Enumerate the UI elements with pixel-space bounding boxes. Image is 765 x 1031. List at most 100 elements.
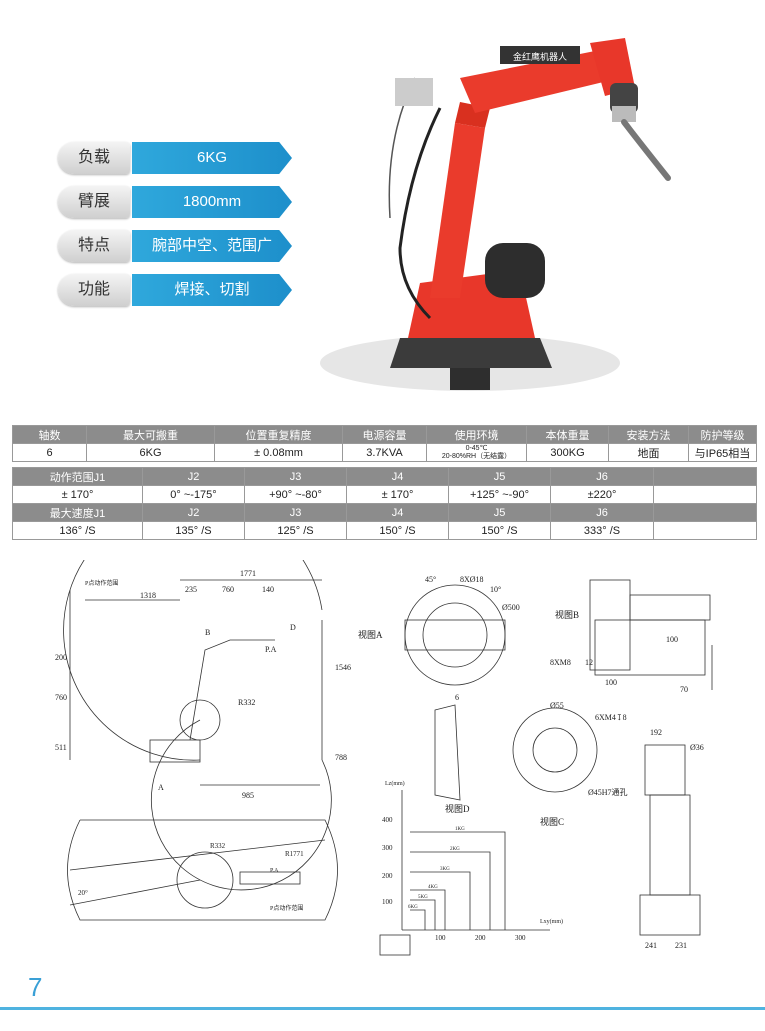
feature-value: 焊接、切割	[174, 281, 250, 298]
robot-illustration: 金红鹰机器人	[320, 38, 671, 391]
speed-value: 150° /S	[448, 521, 551, 540]
dim-label: 8XØ18	[460, 575, 484, 584]
tick-label: 100	[382, 898, 393, 906]
spec-header: 轴数	[12, 425, 87, 444]
base-view-a: 视图A 45° 8XØ18 10° Ø500	[358, 575, 520, 686]
dim-label: 760	[222, 585, 234, 594]
kg-label: 6KG	[408, 905, 418, 910]
feature-label: 特点	[58, 230, 130, 262]
feature-reach: 臂展 1800mm	[58, 186, 292, 218]
dim-label: 231	[675, 941, 687, 950]
dim-label: A	[158, 783, 164, 792]
dim-label: 200	[55, 653, 67, 662]
dim-label: 6	[455, 693, 459, 702]
dim-label: 8XM8	[550, 658, 571, 667]
range-header: J6	[550, 467, 654, 486]
tick-label: 300	[382, 844, 393, 852]
dim-label: 788	[335, 753, 347, 762]
dim-label: 235	[185, 585, 197, 594]
robot-logo-text: 金红鹰机器人	[513, 51, 567, 62]
spec-header-row: 轴数 最大可搬重 位置重复精度 电源容量 使用环境 本体重量 安装方法 防护等级	[12, 425, 757, 444]
dim-label: 10°	[490, 585, 501, 594]
dim-label: P.A	[270, 868, 279, 874]
dim-label: 1546	[335, 663, 351, 672]
spec-header: 使用环境	[426, 425, 527, 444]
feature-label: 负载	[58, 142, 130, 174]
dim-label: 985	[242, 791, 254, 800]
speed-value: 333° /S	[550, 521, 654, 540]
dim-label: R332	[210, 842, 226, 850]
dim-label: R1771	[285, 850, 304, 858]
speed-header: J4	[346, 503, 449, 522]
dim-label: 192	[650, 728, 662, 737]
dim-label: R332	[238, 698, 255, 707]
range-header-row: 动作范围J1 J2 J3 J4 J5 J6	[12, 467, 757, 486]
range-header: 动作范围J1	[12, 467, 143, 486]
dim-label: B	[205, 628, 210, 637]
speed-header: J3	[244, 503, 347, 522]
dim-label: Ø55	[550, 701, 564, 710]
range-header: J4	[346, 467, 449, 486]
tick-label: 200	[382, 872, 393, 880]
dim-label: 511	[55, 743, 67, 752]
range-value: ± 170°	[346, 485, 449, 504]
spec-header: 防护等级	[688, 425, 757, 444]
spec-value: 6KG	[86, 443, 215, 462]
page-number: 7	[28, 972, 43, 1002]
spec-header: 位置重复精度	[214, 425, 343, 444]
front-view-drawing: 192 Ø36 241 231	[639, 728, 704, 950]
dim-label: 6XM4↧8	[595, 713, 627, 722]
range-header: J2	[142, 467, 245, 486]
dim-label: 12	[585, 658, 593, 667]
speed-header: J6	[550, 503, 654, 522]
range-value: 0° ~-175°	[142, 485, 245, 504]
range-value-row: ± 170° 0° ~-175° +90° ~-80° ± 170° +125°…	[12, 485, 757, 504]
speed-value: 136° /S	[12, 521, 143, 540]
feature-label: 功能	[58, 274, 130, 306]
footer-bar	[0, 1007, 765, 1010]
dim-label: 45°	[425, 575, 436, 584]
view-label: 视图D	[445, 803, 470, 814]
range-value: +90° ~-80°	[244, 485, 347, 504]
spec-table-main: 轴数 最大可搬重 位置重复精度 电源容量 使用环境 本体重量 安装方法 防护等级…	[12, 425, 757, 462]
feature-characteristics: 特点 腕部中空、范围广	[58, 230, 292, 262]
tick-label: 100	[435, 934, 446, 942]
dim-label: Ø36	[690, 743, 704, 752]
top-view-drawing: R332 R1771 20° P.A P点动作范围	[67, 819, 338, 921]
dim-label: D	[290, 623, 296, 632]
kg-label: 2KG	[450, 847, 460, 852]
kg-label: 5KG	[418, 895, 428, 900]
range-header: J5	[448, 467, 551, 486]
kg-label: 3KG	[440, 867, 450, 872]
speed-value-row: 136° /S 135° /S 125° /S 150° /S 150° /S …	[12, 521, 757, 540]
spec-header: 最大可搬重	[86, 425, 215, 444]
kg-label: 1KG	[455, 827, 465, 832]
wrist-view-b: 视图B 100 100 70 8XM8 12	[550, 579, 713, 694]
view-label: 视图A	[358, 629, 383, 640]
dim-label: 100	[605, 678, 617, 687]
range-header: J3	[244, 467, 347, 486]
spec-value: 6	[12, 443, 87, 462]
spec-value: 地面	[608, 443, 689, 462]
flange-view-c: Ø55 6XM4↧8 Ø45H7通孔 视图C	[512, 701, 628, 827]
dim-label: P点动作范围	[85, 579, 118, 587]
dim-label: 1318	[140, 591, 156, 600]
speed-header: 最大速度J1	[12, 503, 143, 522]
spec-value: 300KG	[526, 443, 609, 462]
spec-value: 与IP65相当	[688, 443, 757, 462]
spec-value: 3.7KVA	[342, 443, 427, 462]
spec-header: 安装方法	[608, 425, 689, 444]
feature-load: 负载 6KG	[58, 142, 292, 174]
dim-label: 241	[645, 941, 657, 950]
dim-label: 1771	[240, 569, 256, 578]
axis-label: Lz(mm)	[385, 780, 405, 787]
speed-value: 150° /S	[346, 521, 449, 540]
technical-drawings: 1771 1318 235 760 140 P点动作范围 200 760 511…	[55, 560, 713, 956]
tick-label: 200	[475, 934, 486, 942]
dim-label: 20°	[78, 889, 88, 897]
range-value: +125° ~-90°	[448, 485, 551, 504]
side-view-drawing: 1771 1318 235 760 140 P点动作范围 200 760 511…	[55, 560, 351, 891]
dim-label: 70	[680, 685, 688, 694]
